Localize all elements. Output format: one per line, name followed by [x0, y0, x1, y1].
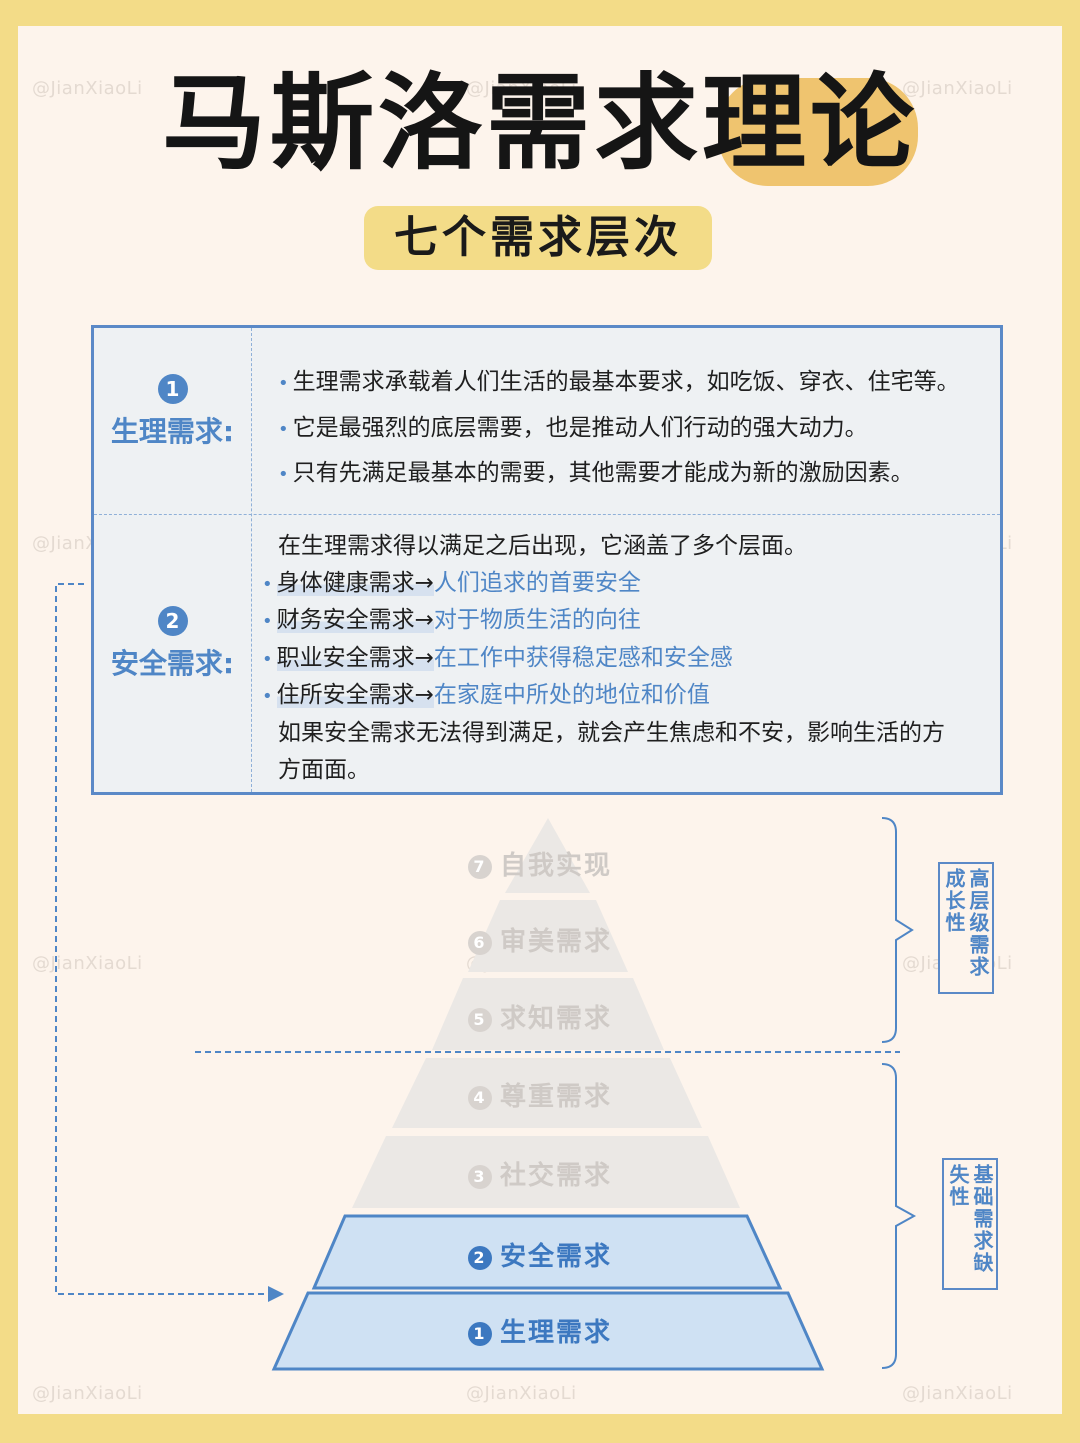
- info-panel: 1 生理需求: •生理需求承载着人们生活的最基本要求，如吃饭、穿衣、住宅等。 •…: [91, 325, 1003, 795]
- list-item: •只有先满足最基本的需要，其他需要才能成为新的激励因素。: [278, 460, 914, 486]
- pyramid-tier-1: [271, 1291, 825, 1371]
- divider-vertical: [251, 328, 252, 792]
- watermark: @JianXiaoLi: [902, 78, 1013, 99]
- section-safety-label: 2 安全需求:: [94, 602, 251, 682]
- watermark: @JianXiaoLi: [32, 953, 143, 974]
- side-label-upper: 高层级需求成长性: [938, 862, 994, 994]
- list-item: •财务安全需求→对于物质生活的向往: [262, 607, 641, 633]
- pyramid-tier-7: [505, 818, 590, 893]
- divider-horizontal: [94, 514, 1000, 515]
- list-item: •职业安全需求→在工作中获得稳定感和安全感: [262, 645, 733, 671]
- connector-arrow: [55, 583, 268, 1295]
- list-item: •生理需求承载着人们生活的最基本要求，如吃饭、穿衣、住宅等。: [278, 369, 960, 395]
- section-title: 生理需求:: [110, 415, 235, 448]
- subtitle-badge: 七个需求层次: [364, 206, 712, 270]
- pyramid-tier-5: [432, 978, 664, 1050]
- number-badge: 2: [157, 606, 188, 636]
- pyramid-tier-3: [352, 1136, 740, 1208]
- page-title: 马斯洛需求理论: [161, 61, 918, 186]
- title-area: 马斯洛需求理论: [0, 58, 1080, 188]
- watermark: @JianXiaoLi: [466, 78, 577, 99]
- brace-upper: [881, 817, 914, 1043]
- watermark: @JianXiaoLi: [902, 1383, 1013, 1404]
- pyramid-tier-6: [468, 900, 628, 972]
- brace-lower: [881, 1063, 917, 1369]
- section-outro: 方面面。: [278, 757, 370, 783]
- title-highlight: [718, 78, 918, 186]
- arrow-head-icon: [268, 1286, 284, 1302]
- pyramid-tier-4: [392, 1058, 702, 1128]
- side-label-lower: 基础需求缺失性: [942, 1158, 998, 1290]
- section-intro: 在生理需求得以满足之后出现，它涵盖了多个层面。: [278, 533, 807, 559]
- number-badge: 1: [157, 374, 188, 404]
- watermark: @JianXiaoLi: [466, 1383, 577, 1404]
- list-item: •身体健康需求→人们追求的首要安全: [262, 570, 641, 596]
- section-outro: 如果安全需求无法得到满足，就会产生焦虑和不安，影响生活的方: [278, 720, 945, 746]
- section-title: 安全需求:: [110, 647, 235, 680]
- pyramid-tier-2: [311, 1214, 783, 1290]
- watermark: @JianXiaoLi: [32, 78, 143, 99]
- list-item: •它是最强烈的底层需要，也是推动人们行动的强大动力。: [278, 415, 868, 441]
- section-physiological-label: 1 生理需求:: [94, 370, 251, 450]
- watermark: @JianXiaoLi: [32, 1383, 143, 1404]
- list-item: •住所安全需求→在家庭中所处的地位和价值: [262, 682, 710, 708]
